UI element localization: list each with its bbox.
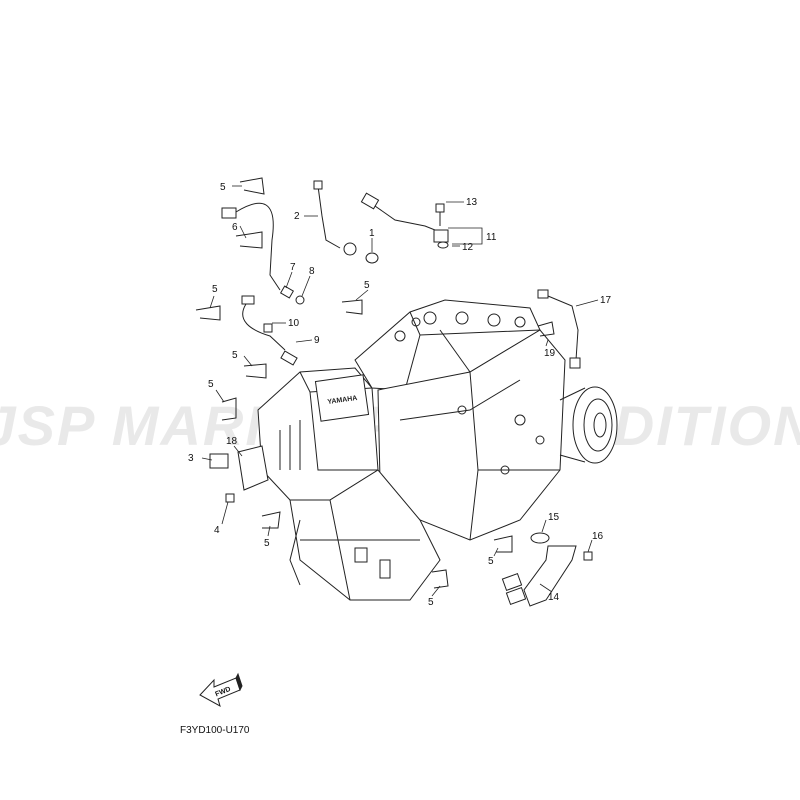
part-clip-5g — [493, 535, 513, 553]
part-wire-9 — [242, 303, 286, 351]
svg-text:YAMAHA: YAMAHA — [327, 395, 358, 406]
callout-3: 3 — [188, 453, 194, 464]
fwd-arrow-icon: FWD — [199, 672, 243, 708]
callout-12: 12 — [462, 242, 474, 253]
callout-9: 9 — [314, 335, 320, 346]
callout-19: 19 — [544, 348, 556, 359]
callout-10: 10 — [288, 318, 300, 329]
callout-8: 8 — [309, 266, 315, 277]
part-oring-12 — [437, 241, 449, 249]
part-bracket-18 — [237, 445, 269, 491]
part-clip-6 — [235, 231, 263, 249]
part-washer-8 — [295, 295, 305, 305]
part-clip-19 — [537, 321, 555, 337]
parts — [195, 177, 593, 607]
callout-6: 6 — [232, 222, 238, 233]
callout-5: 5 — [364, 280, 370, 291]
callout-5: 5 — [232, 350, 238, 361]
part-sensor-6 — [221, 207, 237, 219]
part-connector-9 — [241, 295, 255, 305]
part-wire-17 — [547, 295, 579, 361]
callout-5: 5 — [264, 538, 270, 549]
part-sensor-3 — [209, 453, 229, 469]
callout-17: 17 — [600, 295, 612, 306]
callout-5: 5 — [212, 284, 218, 295]
part-sensor-9 — [280, 350, 298, 366]
callout-14: 14 — [548, 592, 560, 603]
callout-5: 5 — [208, 379, 214, 390]
part-hose-2 — [317, 185, 341, 249]
part-clip-5d — [243, 363, 267, 379]
part-clip-5a — [239, 177, 265, 195]
callout-11: 11 — [486, 232, 497, 243]
part-bolt-13 — [435, 203, 445, 213]
part-clip-5b — [195, 305, 221, 321]
part-sensor-11 — [433, 229, 449, 243]
part-harness-14 — [523, 545, 577, 607]
callout-2: 2 — [294, 211, 300, 222]
callout-13: 13 — [466, 197, 478, 208]
callout-1: 1 — [369, 228, 375, 239]
callout-7: 7 — [290, 262, 296, 273]
diagram-code: F3YD100-U170 — [180, 725, 250, 736]
part-sensor-17 — [569, 357, 581, 369]
callout-5: 5 — [428, 597, 434, 608]
part-bolt-10 — [263, 323, 273, 333]
callout-4: 4 — [214, 525, 220, 536]
callout-5: 5 — [488, 556, 494, 567]
engine-block: YAMAHA — [257, 299, 618, 601]
part-connector-17 — [537, 289, 549, 299]
part-wire-11 — [374, 205, 441, 233]
part-sensor-7 — [279, 285, 295, 299]
part-clip-5h — [431, 569, 449, 589]
callout-15: 15 — [548, 512, 560, 523]
callout-16: 16 — [592, 531, 604, 542]
part-clip-5c — [341, 299, 363, 315]
part-oring-15 — [530, 532, 550, 544]
leader-lines — [201, 185, 599, 597]
callout-18: 18 — [226, 436, 238, 447]
part-plug-1 — [365, 252, 379, 264]
callout-labels: 5 6 2 1 13 11 12 7 8 5 5 10 9 17 19 5 5 … — [188, 182, 612, 608]
part-bolt-4 — [225, 493, 235, 503]
part-clip-5f — [261, 511, 281, 529]
part-clip-5e — [221, 397, 237, 421]
callout-5: 5 — [220, 182, 226, 193]
part-bolt-16 — [583, 551, 593, 561]
